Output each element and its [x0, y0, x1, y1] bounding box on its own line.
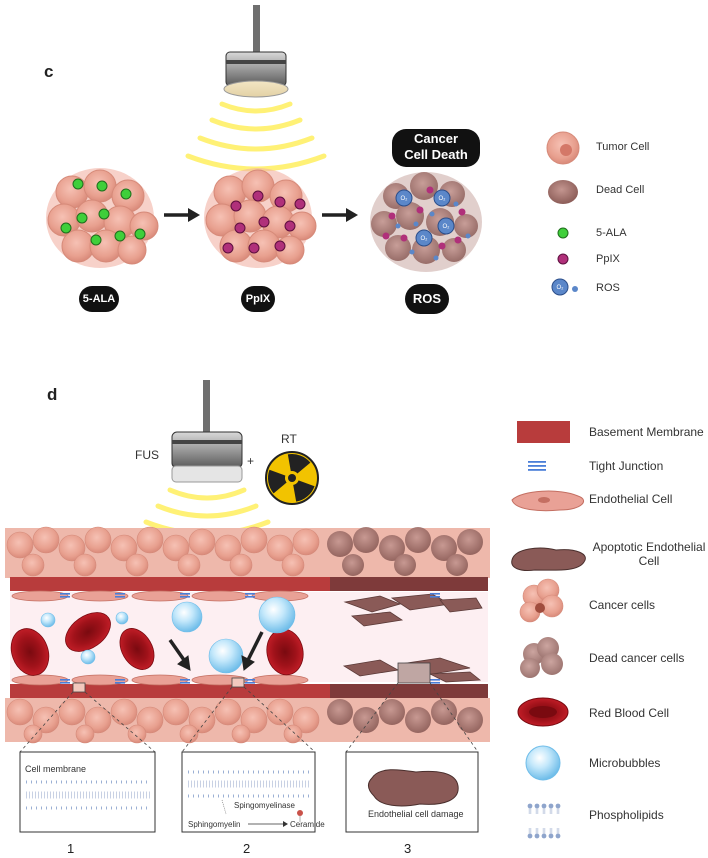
tissue-top: [5, 526, 490, 578]
inset-number-2: 2: [243, 841, 251, 856]
legend-d-red-blood-cell: Red Blood Cell: [589, 706, 670, 720]
inset-cell-membrane: [19, 751, 156, 833]
inset-number-3: 3: [404, 841, 412, 856]
inset3-caption: Endothelial cell damage: [368, 809, 464, 819]
tumor-cluster-ala: [46, 168, 159, 268]
legend-d-phospholipids: Phospholipids: [589, 808, 664, 822]
legend-c-ros: ROS: [596, 282, 620, 294]
legend-d-microbubbles: Microbubbles: [589, 756, 661, 770]
tumor-cluster-ppix: [204, 168, 317, 268]
transducer-d: [171, 380, 243, 483]
legend-d-apoptotic-endothelial-cell: Apoptotic Endothelial Cell: [592, 540, 706, 568]
o2-text: O₂: [439, 196, 447, 202]
o2-text: O₂: [443, 224, 451, 230]
panel-letter-c: c: [44, 62, 54, 81]
inset-ceramide: [181, 751, 316, 833]
legend-d-endothelial-cell: Endothelial Cell: [589, 492, 673, 506]
plus-sign: +: [247, 454, 255, 468]
legend-c-ppix: PpIX: [596, 253, 620, 265]
inset2-substrate: Sphingomyelin: [188, 820, 241, 829]
stage-label-ppix: PpIX: [241, 286, 275, 312]
o2-text: O₂: [557, 285, 565, 291]
rt-label: RT: [281, 432, 297, 446]
legend-d-icons: [511, 421, 586, 839]
cancer-cell-death-bubble: Cancer Cell Death: [392, 129, 480, 167]
inset-number-1: 1: [67, 841, 75, 856]
legend-c-5ala: 5-ALA: [596, 227, 627, 239]
inset2-product: Ceramide: [290, 820, 325, 829]
o2-text: O₂: [421, 236, 429, 242]
ultrasound-waves-c: [185, 101, 327, 172]
zoom-indicators: [19, 662, 479, 753]
panel-letter-d: d: [47, 385, 58, 404]
legend-c-icons: O₂: [546, 131, 580, 296]
fus-label: FUS: [135, 448, 159, 462]
legend-c-tumor-cell: Tumor Cell: [596, 141, 650, 153]
radiation-icon: [265, 451, 319, 505]
tissue-bottom: [5, 698, 490, 744]
legend-d-tight-junction: Tight Junction: [589, 459, 664, 473]
legend-d-dead-cancer-cells: Dead cancer cells: [589, 651, 685, 665]
arrow-ala-to-ppix: [164, 208, 200, 222]
arrow-ppix-to-ros: [322, 208, 358, 222]
legend-d-basement-membrane: Basement Membrane: [589, 425, 704, 439]
stage-label-ros: ROS: [405, 284, 449, 314]
inset1-title: Cell membrane: [25, 764, 87, 774]
dead-tumor-cluster: O₂ O₂ O₂ O₂: [370, 172, 482, 272]
o2-text: O₂: [401, 196, 409, 202]
microbubble-arrows: [168, 631, 264, 671]
inset-endothelial-damage: [345, 751, 479, 833]
transducer-c: [223, 5, 289, 98]
legend-c-dead-cell: Dead Cell: [596, 184, 645, 196]
legend-d-cancer-cells: Cancer cells: [589, 598, 656, 612]
inset2-enzyme: Spingomyelinase: [234, 801, 295, 810]
stage-label-ala: 5-ALA: [79, 286, 119, 312]
